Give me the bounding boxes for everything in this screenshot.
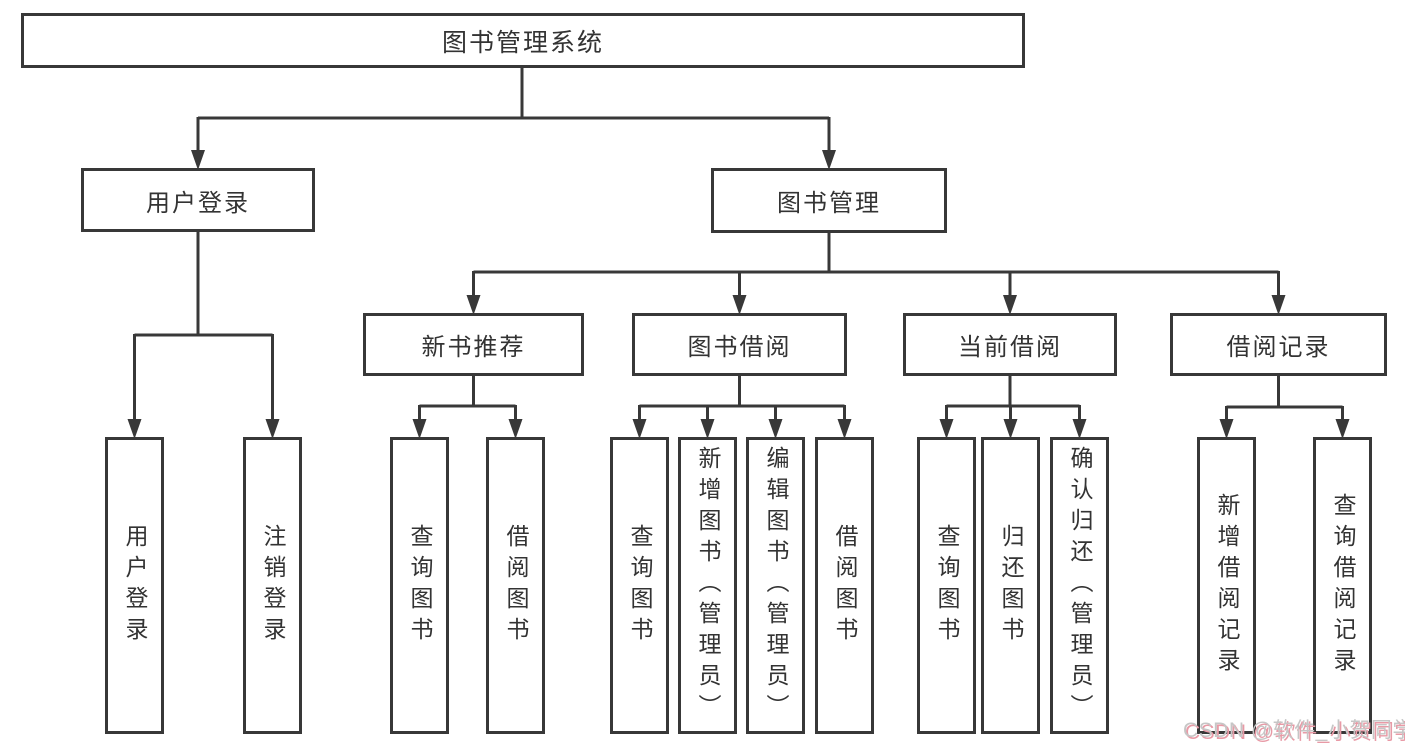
leaf-borrow-borrow-books-label: 借阅图书 xyxy=(832,523,858,648)
node-current-borrow-label: 当前借阅 xyxy=(958,334,1062,361)
leaf-current-return-books-label: 归还图书 xyxy=(998,523,1024,648)
node-user-login-label: 用户登录 xyxy=(146,189,250,217)
node-user-login: 用户登录 xyxy=(81,168,315,232)
leaf-recommend-query-books: 查询图书 xyxy=(390,437,449,734)
leaf-borrow-edit-books-admin-label: 编辑图书（管理员） xyxy=(763,446,789,725)
leaf-user-login-label: 用户登录 xyxy=(122,523,148,648)
node-book-management: 图书管理 xyxy=(711,168,947,233)
node-book-management-label: 图书管理 xyxy=(777,190,881,217)
node-root-label: 图书管理系统 xyxy=(441,28,604,57)
leaf-recommend-borrow-books-label: 借阅图书 xyxy=(503,523,529,648)
leaf-borrow-edit-books-admin: 编辑图书（管理员） xyxy=(746,437,805,734)
leaf-current-query-books-label: 查询图书 xyxy=(934,523,960,648)
leaf-records-add-record-label: 新增借阅记录 xyxy=(1214,492,1240,679)
leaf-borrow-borrow-books: 借阅图书 xyxy=(815,437,874,734)
leaf-recommend-borrow-books: 借阅图书 xyxy=(486,437,545,734)
leaf-logout-label: 注销登录 xyxy=(260,523,286,648)
node-book-borrow-label: 图书借阅 xyxy=(687,334,792,361)
leaf-records-add-record: 新增借阅记录 xyxy=(1197,437,1256,734)
leaf-records-query-record: 查询借阅记录 xyxy=(1313,437,1372,734)
node-book-borrow: 图书借阅 xyxy=(632,313,847,376)
node-borrow-records-label: 借阅记录 xyxy=(1226,334,1331,361)
node-new-book-recommend: 新书推荐 xyxy=(363,313,584,376)
node-root: 图书管理系统 xyxy=(21,13,1025,68)
leaf-current-query-books: 查询图书 xyxy=(917,437,976,734)
leaf-borrow-query-books: 查询图书 xyxy=(610,437,669,734)
connector-lines xyxy=(133,67,1344,421)
leaf-user-login: 用户登录 xyxy=(105,437,164,734)
leaf-recommend-query-books-label: 查询图书 xyxy=(407,523,433,648)
leaf-current-confirm-return-admin-label: 确认归还（管理员） xyxy=(1067,446,1093,725)
leaf-records-query-record-label: 查询借阅记录 xyxy=(1330,492,1356,679)
leaf-borrow-query-books-label: 查询图书 xyxy=(627,523,653,648)
leaf-current-return-books: 归还图书 xyxy=(981,437,1040,734)
leaf-borrow-add-books-admin-label: 新增图书（管理员） xyxy=(695,446,721,725)
node-new-book-recommend-label: 新书推荐 xyxy=(421,334,526,361)
node-borrow-records: 借阅记录 xyxy=(1170,313,1387,376)
leaf-current-confirm-return-admin: 确认归还（管理员） xyxy=(1050,437,1109,734)
node-current-borrow: 当前借阅 xyxy=(903,313,1117,376)
leaf-borrow-add-books-admin: 新增图书（管理员） xyxy=(678,437,737,734)
leaf-logout: 注销登录 xyxy=(243,437,302,734)
csdn-watermark: CSDN @软件_小贺同学 xyxy=(1183,719,1405,742)
